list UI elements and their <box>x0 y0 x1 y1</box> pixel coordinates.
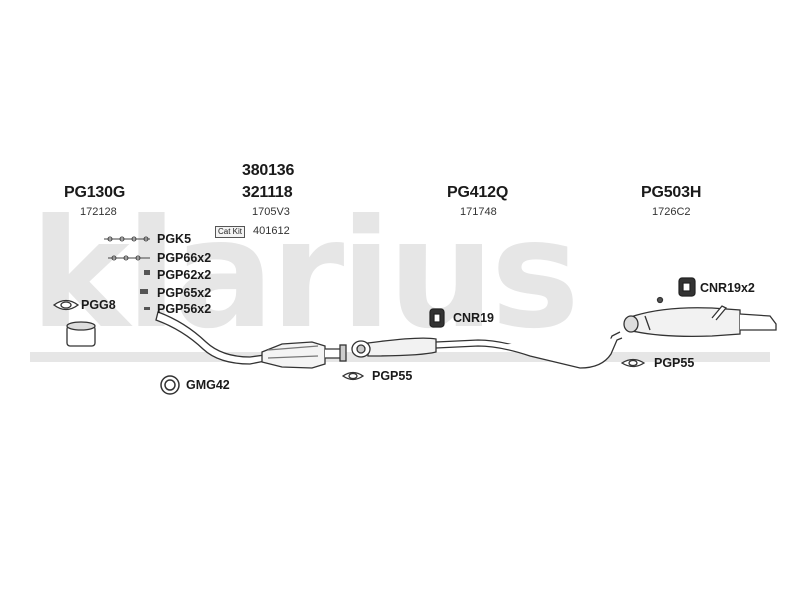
pgp55-rear-label: PGP55 <box>654 356 695 370</box>
cat-kit-badge: Cat Kit <box>215 226 246 238</box>
pgp65-label: PGP65x2 <box>157 286 212 300</box>
cnr19-rubber-icon <box>429 308 445 328</box>
cat-code-1: 380136 <box>242 162 295 179</box>
gmg42-label: GMG42 <box>186 378 230 392</box>
front-pipe-catalyst <box>155 311 347 369</box>
mounting-block-icon <box>66 321 96 347</box>
pgp56-label: PGP56x2 <box>157 302 212 316</box>
middle-assembly-number: 171748 <box>460 206 497 218</box>
watermark-underline <box>30 352 770 362</box>
klarius-watermark: klarius <box>30 188 580 362</box>
pgp55-middle-clamp-icon <box>341 371 365 381</box>
pgp55-rear-clamp-icon <box>620 358 646 368</box>
gmg42-ring-icon <box>160 375 180 395</box>
front-assembly-number: 172128 <box>80 206 117 218</box>
pgp62-label: PGP62x2 <box>157 268 212 282</box>
cat-code-2: 321118 <box>242 184 293 201</box>
pgg8-label: PGG8 <box>81 298 116 312</box>
pgp66-bolt-icon <box>108 255 150 261</box>
cat-kit-number: 401612 <box>253 225 290 237</box>
cnr19x2-label: CNR19x2 <box>700 281 755 295</box>
cnr19x2-rubber-icon <box>678 277 696 297</box>
middle-assembly-code: PG412Q <box>447 184 509 201</box>
pgp66-label: PGP66x2 <box>157 251 212 265</box>
pgk5-label: PGK5 <box>157 232 192 246</box>
rear-silencer <box>623 296 777 338</box>
cat-number: 1705V3 <box>252 206 290 218</box>
pgp55-middle-label: PGP55 <box>372 369 413 383</box>
pgk5-bolt-icon <box>104 236 150 242</box>
pgg8-gasket-icon <box>52 299 80 311</box>
rear-assembly-number: 1726C2 <box>652 206 691 218</box>
rear-assembly-code: PG503H <box>641 184 702 201</box>
cnr19-label: CNR19 <box>453 311 494 325</box>
pgp56-clamp-icon <box>144 307 150 310</box>
front-assembly-code: PG130G <box>64 184 126 201</box>
pgp62-clamp-icon <box>144 270 150 275</box>
middle-silencer <box>351 331 623 369</box>
pgp65-clamp-icon <box>140 289 148 294</box>
